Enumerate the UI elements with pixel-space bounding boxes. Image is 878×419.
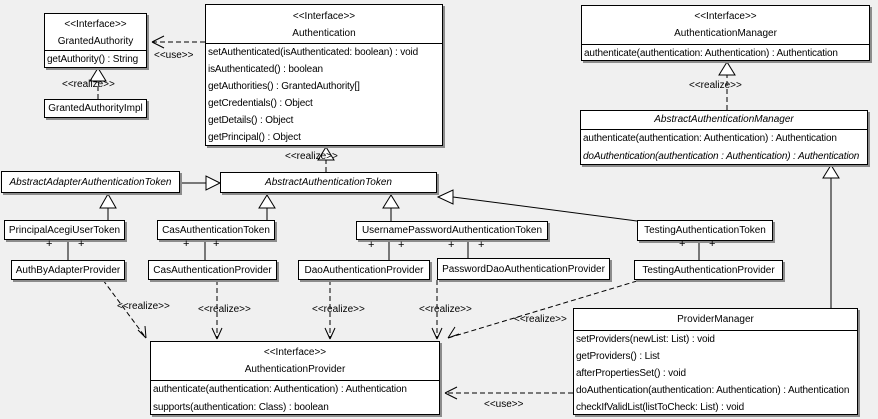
method: supports(authentication: Class) : boolea… [153, 402, 329, 413]
method: authenticate(authentication: Authenticat… [583, 133, 837, 144]
interface-authentication-manager[interactable]: <<Interface>> AuthenticationManager auth… [581, 5, 870, 61]
multiplicity-plus: + [679, 238, 686, 250]
multiplicity-plus: + [46, 238, 53, 250]
class-name: CasAuthenticationToken [162, 224, 270, 236]
interface-granted-authority[interactable]: <<Interface>> GrantedAuthority getAuthor… [44, 13, 147, 68]
arrowhead-realize-dao [324, 327, 336, 340]
class-name: CasAuthenticationProvider [153, 264, 272, 276]
realize-triangle-authentication [317, 146, 335, 161]
method: isAuthenticated() : boolean [208, 64, 323, 75]
class-password-dao-authentication-provider[interactable]: PasswordDaoAuthenticationProvider [437, 258, 610, 280]
class-testing-authentication-token[interactable]: TestingAuthenticationToken [637, 220, 773, 241]
generalization-providermanager-to-abstractmanager [822, 164, 840, 308]
method: doAuthentication(authentication: Authent… [576, 385, 850, 396]
class-abstract-adapter-authentication-token[interactable]: AbstractAdapterAuthenticationToken [1, 171, 180, 193]
generalization-cas-to-abstracttoken [258, 194, 276, 220]
realize-authbyadapter-provider [102, 279, 147, 339]
multiplicity-plus: + [78, 238, 85, 250]
class-name: AuthenticationManager [674, 28, 777, 39]
method: getCredentials() : Object [208, 98, 313, 109]
class-principal-acegi-user-token[interactable]: PrincipalAcegiUserToken [4, 220, 125, 240]
class-name: DaoAuthenticationProvider [304, 264, 424, 276]
method: getPrincipal() : Object [208, 132, 301, 143]
class-cas-authentication-provider[interactable]: CasAuthenticationProvider [148, 260, 277, 280]
method: getDetails() : Object [208, 115, 294, 126]
stereotype-label: <<Interface>> [64, 19, 127, 30]
method: setAuthenticated(isAuthenticated: boolea… [208, 47, 419, 58]
multiplicity-plus: + [368, 239, 375, 251]
method: afterPropertiesSet() : void [576, 368, 686, 379]
class-name: ProviderManager [677, 314, 754, 325]
method: setProviders(newList: List) : void [576, 334, 715, 345]
generalization-testing-to-abstracttoken [436, 189, 638, 222]
realize-label-password-dao-provider: <<realize>> [419, 304, 472, 315]
realize-testing-provider [447, 280, 638, 339]
class-cas-authentication-token[interactable]: CasAuthenticationToken [157, 220, 275, 240]
interface-authentication-provider[interactable]: <<Interface>> AuthenticationProvider aut… [150, 341, 440, 415]
method: getProviders() : List [576, 351, 660, 362]
class-granted-authority-impl[interactable]: GrantedAuthorityImpl [44, 99, 147, 118]
class-abstract-authentication-token[interactable]: AbstractAuthenticationToken [220, 172, 437, 193]
multiplicity-plus: + [448, 239, 455, 251]
arrowhead-realize-authbyadapter [137, 325, 147, 339]
class-name: AuthenticationProvider [244, 364, 346, 375]
class-auth-by-adapter-provider[interactable]: AuthByAdapterProvider [11, 260, 125, 280]
class-testing-authentication-provider[interactable]: TestingAuthenticationProvider [634, 260, 783, 280]
arrowhead-realize-testing [447, 326, 460, 339]
arrowhead-use-authenticationprovider [444, 386, 458, 400]
class-name: AbstractAuthenticationToken [265, 177, 392, 188]
realize-label-granted-authority-impl: <<realize>> [62, 79, 115, 90]
class-name: AbstractAuthenticationManager [654, 114, 794, 125]
stereotype-label: <<Interface>> [263, 347, 327, 358]
realize-label-testing-provider: <<realize>> [514, 314, 567, 325]
multiplicity-plus: + [183, 238, 190, 250]
class-name: AbstractAdapterAuthenticationToken [9, 176, 172, 188]
class-dao-authentication-provider[interactable]: DaoAuthenticationProvider [298, 260, 430, 280]
generalization-abstractadapter-to-abstracttoken [180, 175, 222, 191]
use-label-granted-authority: <<use>> [154, 50, 194, 61]
class-name: TestingAuthenticationToken [644, 225, 766, 236]
method-abstract: doAuthentication(authentication : Authen… [583, 151, 860, 162]
multiplicity-plus: + [398, 239, 405, 251]
arrowhead-realize-cas [211, 327, 223, 340]
method: authenticate(authentication: Authenticat… [153, 384, 407, 395]
class-name: AuthByAdapterProvider [15, 264, 121, 276]
class-name: Authentication [292, 28, 356, 39]
multiplicity-plus: + [709, 238, 716, 250]
method: getAuthorities() : GrantedAuthority[] [208, 81, 360, 92]
interface-authentication[interactable]: <<Interface>> Authentication setAuthenti… [205, 4, 443, 146]
generalization-principal-to-abstractadapter [99, 192, 117, 220]
realize-label-abstract-manager: <<realize>> [689, 80, 742, 91]
generalization-usernamepassword-to-abstracttoken [382, 194, 400, 221]
method: checkIfValidList(listToCheck: List) : vo… [576, 402, 745, 413]
realize-label-dao-provider: <<realize>> [312, 304, 365, 315]
realize-label-auth-by-adapter: <<realize>> [117, 301, 170, 312]
method: authenticate(authentication: Authenticat… [584, 48, 838, 59]
class-name: GrantedAuthorityImpl [48, 103, 143, 114]
class-name: PrincipalAcegiUserToken [8, 224, 121, 236]
multiplicity-plus: + [213, 238, 220, 250]
class-username-password-authentication-token[interactable]: UsernamePasswordAuthenticationToken [356, 221, 548, 240]
class-name: UsernamePasswordAuthenticationToken [361, 225, 543, 236]
stereotype-label: <<Interface>> [694, 11, 757, 22]
class-provider-manager[interactable]: ProviderManager setProviders(newList: Li… [573, 308, 858, 415]
multiplicity-plus: + [478, 239, 485, 251]
use-label-provider-manager: <<use>> [484, 399, 524, 410]
method: getAuthority() : String [47, 54, 139, 65]
arrowhead-realize-passworddao [431, 327, 443, 340]
realize-label-cas-provider: <<realize>> [198, 304, 251, 315]
class-name: TestingAuthenticationProvider [642, 264, 775, 276]
stereotype-label: <<Interface>> [292, 11, 356, 22]
realize-label-abstract-token: <<realize>> [285, 151, 338, 162]
realize-triangle-grantedauthority [89, 67, 107, 82]
class-name: GrantedAuthority [57, 36, 134, 47]
class-name: PasswordDaoAuthenticationProvider [442, 263, 605, 275]
realize-triangle-authenticationmanager [718, 61, 736, 76]
arrowhead-use-grantedauthority [151, 35, 165, 49]
class-abstract-authentication-manager[interactable]: AbstractAuthenticationManager authentica… [580, 110, 868, 165]
